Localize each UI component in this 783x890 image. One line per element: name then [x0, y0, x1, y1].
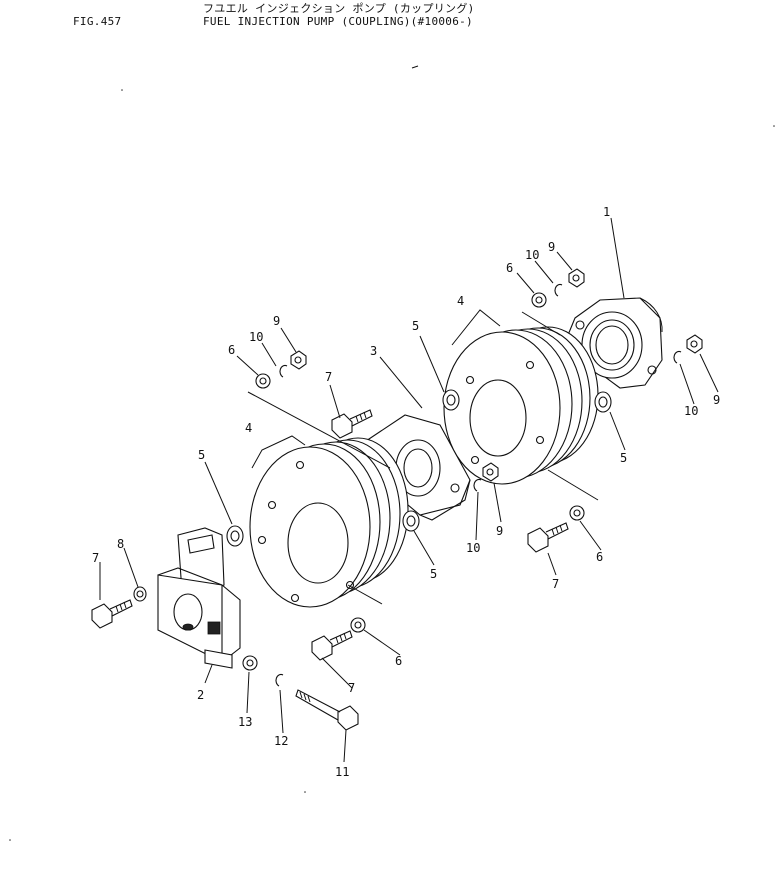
nut-9-d [482, 462, 499, 482]
washer-6-a [255, 373, 271, 389]
callout-9-c: 9 [713, 393, 720, 407]
scan-specks [9, 65, 775, 841]
callout-10-c: 10 [684, 404, 698, 418]
bushing-5-b [402, 510, 420, 532]
bolt-7-b [331, 409, 373, 439]
figure-number: FIG.457 [73, 15, 122, 28]
callout-9-a: 9 [273, 314, 280, 328]
bolt-7-c [527, 522, 569, 553]
part-4-disc-upper [443, 326, 599, 485]
diagram-title: FUEL INJECTION PUMP (COUPLING)(#10006-) [203, 15, 473, 28]
lockwasher-12 [275, 673, 284, 687]
callout-7-a: 7 [92, 551, 99, 565]
lockwasher-10-d [473, 478, 482, 492]
part-2-bracket [157, 527, 241, 669]
bushing-5-d [594, 391, 612, 413]
callout-1: 1 [603, 205, 610, 219]
group-bracket-4-lower [247, 391, 391, 605]
washer-6-b [531, 292, 547, 308]
callout-6-b: 6 [506, 261, 513, 275]
callout-9-b: 9 [548, 240, 555, 254]
callout-13: 13 [238, 715, 252, 729]
washer-6-d [350, 617, 366, 633]
callout-4-upper: 4 [457, 294, 464, 308]
callout-6-d: 6 [395, 654, 402, 668]
callout-8: 8 [117, 537, 124, 551]
part-4-disc-lower [249, 437, 409, 608]
callout-12: 12 [274, 734, 288, 748]
callout-2: 2 [197, 688, 204, 702]
callout-7-b: 7 [325, 370, 332, 384]
callout-6-a: 6 [228, 343, 235, 357]
callout-9-d: 9 [496, 524, 503, 538]
washer-6-c [569, 505, 585, 521]
callout-6-c: 6 [596, 550, 603, 564]
bolt-11 [295, 689, 359, 731]
callout-5-center: 5 [430, 567, 437, 581]
callout-7-d: 7 [348, 681, 355, 695]
nut-9-c [686, 334, 703, 354]
group-bracket-4-upper [451, 309, 599, 501]
nut-9-a [290, 350, 307, 370]
callout-10-a: 10 [249, 330, 263, 344]
bushing-5-c [442, 389, 460, 411]
lockwasher-10-c [673, 350, 682, 364]
washer-8 [133, 586, 147, 602]
bolt-7-a [91, 599, 133, 629]
callout-4-lower: 4 [245, 421, 252, 435]
washer-13 [242, 655, 258, 671]
japanese-title: フユエル インジェクション ポンプ (カップリング) [203, 2, 475, 15]
callout-5-top: 5 [412, 319, 419, 333]
callout-10-b: 10 [525, 248, 539, 262]
lockwasher-10-b [554, 283, 563, 297]
callout-11: 11 [335, 765, 349, 779]
callout-labels: 1 2 3 4 4 5 5 5 5 6 6 6 6 7 7 7 7 8 9 9 … [92, 205, 720, 779]
callout-5-right: 5 [620, 451, 627, 465]
bolt-7-d [311, 630, 353, 661]
callout-7-c: 7 [552, 577, 559, 591]
lockwasher-10-a [279, 364, 288, 378]
nut-9-b [568, 268, 585, 288]
callout-10-d: 10 [466, 541, 480, 555]
callout-3: 3 [370, 344, 377, 358]
callout-5-left: 5 [198, 448, 205, 462]
leader-lines [99, 217, 719, 763]
bushing-5-a [226, 525, 244, 547]
